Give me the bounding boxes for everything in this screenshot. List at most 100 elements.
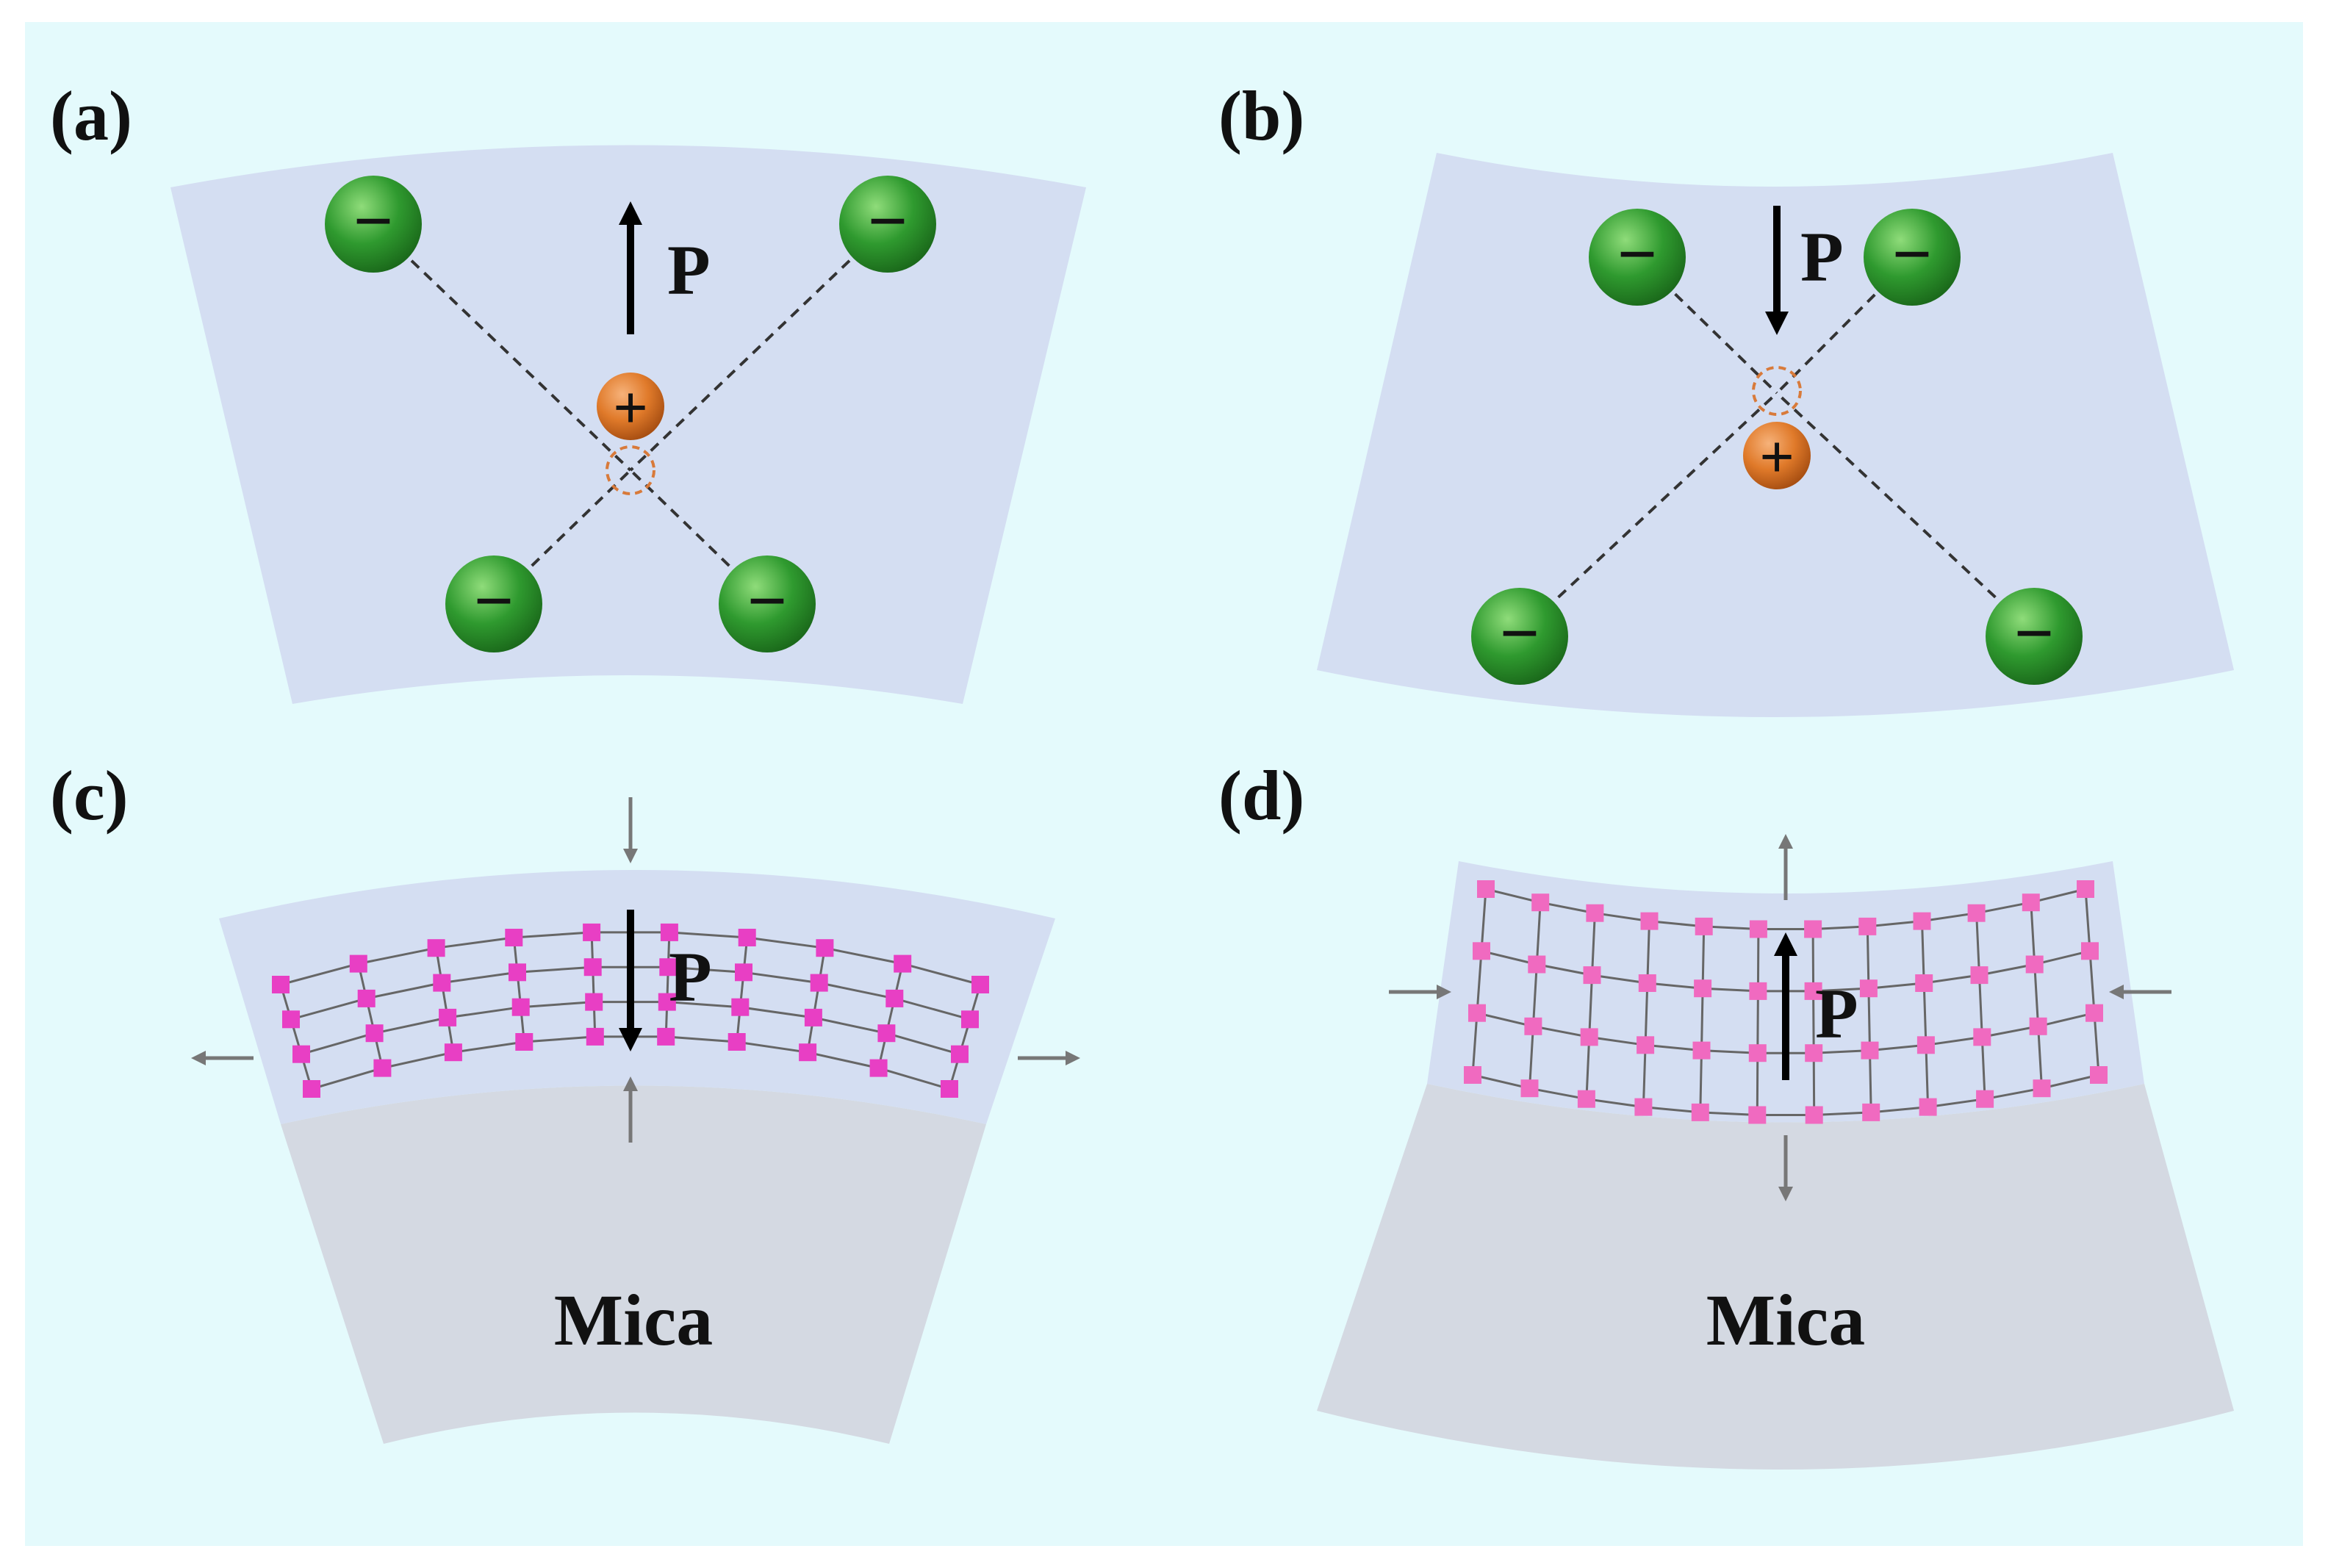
lattice-column-line	[1866, 926, 1872, 1112]
lattice-atom	[659, 958, 678, 977]
lattice-atom	[869, 1059, 888, 1077]
lattice-atom	[292, 1045, 310, 1063]
anion-symbol: −	[1892, 215, 1933, 293]
lattice-atom	[799, 1043, 817, 1062]
lattice-column-line	[357, 963, 384, 1068]
lattice-atom	[1531, 893, 1550, 912]
lattice-atom	[2022, 893, 2040, 912]
lattice-atom	[1749, 982, 1767, 1000]
lattice-atom	[1919, 1098, 1937, 1116]
lattice-atom	[1805, 1044, 1823, 1062]
lattice-atom	[885, 989, 904, 1007]
lattice-atom	[1970, 966, 1988, 985]
polarization-label: P	[667, 231, 711, 309]
lattice-atom	[1858, 917, 1877, 935]
anion: −	[1864, 209, 1961, 306]
panel-d-lattice	[1464, 880, 2108, 1124]
lattice-atom	[1468, 1004, 1486, 1022]
lattice-atom	[444, 1043, 462, 1062]
lattice-atom	[1528, 955, 1546, 974]
anion: −	[445, 555, 542, 652]
lattice-atom	[1580, 1028, 1598, 1046]
anion: −	[1471, 588, 1568, 685]
lattice-atom	[1859, 979, 1878, 998]
lattice-atom	[961, 1010, 979, 1029]
panel-a-bonds	[372, 223, 889, 604]
lattice-atom	[282, 1010, 300, 1029]
lattice-atom	[1748, 1044, 1767, 1062]
lattice-atom	[303, 1080, 320, 1098]
lattice-atom	[1861, 1041, 1879, 1060]
lattice-atom	[585, 993, 603, 1011]
bond-line	[629, 223, 889, 472]
anion-sphere	[325, 176, 422, 273]
panel-c: (c) P Mica	[50, 756, 1080, 1444]
lattice-atom	[373, 1059, 392, 1077]
panel-a: (a) P + − − − −	[50, 76, 1086, 704]
lattice-atom	[1637, 1036, 1655, 1054]
lattice-atom	[1586, 904, 1604, 922]
lattice-atom	[2029, 1017, 2047, 1035]
anion: −	[1986, 588, 2083, 685]
lattice-atoms	[1464, 880, 2108, 1124]
lattice-atom	[1749, 920, 1767, 938]
panel-d: (d) P Mica	[1218, 756, 2234, 1470]
lattice-atom	[1638, 974, 1656, 992]
lattice-atom	[1694, 979, 1712, 998]
anion-sphere	[719, 555, 816, 652]
lattice-atom	[1692, 1041, 1711, 1060]
lattice-atom	[877, 1024, 896, 1043]
anion: −	[325, 176, 422, 273]
bond-line	[1636, 256, 1778, 395]
lattice-column-line	[664, 932, 671, 1037]
lattice-atom	[1583, 966, 1601, 985]
lattice-atom	[1477, 880, 1495, 898]
lattice-atom	[2086, 1004, 2103, 1022]
lattice-atom	[1804, 920, 1822, 938]
lattice-column-line	[1756, 929, 1760, 1115]
lattice-atom	[1520, 1079, 1539, 1098]
lattice-atom	[1973, 1028, 1991, 1046]
lattice-atom	[971, 976, 989, 993]
lattice-atom	[738, 929, 756, 946]
lattice-atom	[1577, 1090, 1595, 1108]
lattice-column-line	[590, 932, 597, 1037]
lattice-atom	[1640, 912, 1659, 930]
lattice-atom	[2090, 1066, 2108, 1084]
lattice-column-line	[948, 984, 982, 1090]
cation-symbol: +	[1759, 423, 1794, 492]
lattice-atom	[810, 974, 828, 992]
lattice-column-line	[877, 963, 904, 1068]
lattice-atom	[1805, 1106, 1823, 1124]
lattice-column-line	[279, 984, 313, 1090]
bond-line	[1775, 392, 2036, 635]
lattice-atom	[658, 993, 676, 1011]
lattice-atom	[657, 1027, 675, 1046]
lattice-atoms	[272, 923, 989, 1098]
lattice-column-line	[2084, 888, 2100, 1076]
anion: −	[839, 176, 936, 273]
lattice-atom	[1967, 904, 1986, 922]
lattice-atom	[816, 939, 834, 957]
panel-c-lattice	[272, 923, 989, 1098]
lattice-atom	[427, 939, 445, 957]
bond-line	[372, 223, 632, 472]
lattice-atom	[894, 954, 912, 973]
lattice-atom	[349, 954, 367, 973]
lattice-atom	[941, 1080, 958, 1098]
lattice-atom	[1748, 1106, 1767, 1124]
lattice-atom	[433, 974, 451, 992]
lattice-atom	[804, 1008, 822, 1026]
lattice-atom	[583, 958, 602, 977]
lattice-atom	[731, 998, 750, 1016]
lattice-atom	[509, 963, 526, 982]
cation-symbol: +	[613, 374, 648, 442]
anion-symbol: −	[1500, 594, 1540, 672]
anion-sphere	[445, 555, 542, 652]
panel-a-label: (a)	[50, 76, 132, 155]
lattice-atom	[1913, 912, 1931, 930]
lattice-column-line	[2030, 902, 2043, 1089]
lattice-atom	[1464, 1066, 1481, 1084]
polarization-label: P	[1800, 217, 1844, 296]
lattice-column-line	[1975, 913, 1986, 1099]
